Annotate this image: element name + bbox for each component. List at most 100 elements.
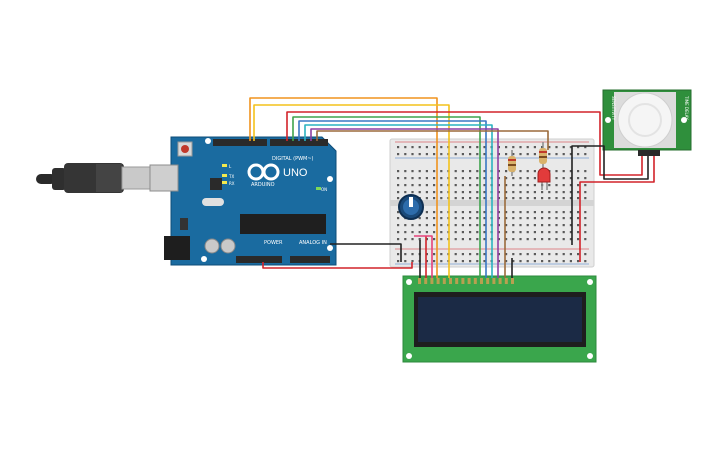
- breadboard-hole: [425, 260, 428, 263]
- breadboard-hole: [526, 238, 529, 241]
- breadboard-hole: [519, 238, 522, 241]
- breadboard-hole: [483, 231, 486, 234]
- breadboard-hole: [425, 253, 428, 256]
- breadboard-hole: [440, 253, 443, 256]
- breadboard-hole: [440, 260, 443, 263]
- breadboard-hole: [397, 170, 400, 173]
- arduino-logo-icon: [247, 163, 280, 181]
- wire-black-pir: [571, 145, 649, 245]
- breadboard-hole: [562, 217, 565, 220]
- breadboard-hole: [404, 224, 407, 227]
- breadboard-hole: [476, 153, 479, 156]
- lcd-pin: [473, 278, 477, 284]
- breadboard-hole: [454, 260, 457, 263]
- breadboard-hole: [548, 217, 551, 220]
- breadboard-hole: [577, 191, 580, 194]
- potentiometer: [398, 194, 424, 220]
- breadboard-hole: [505, 146, 508, 149]
- breadboard-hole: [519, 184, 522, 187]
- usb-socket: [149, 164, 179, 192]
- breadboard-hole: [569, 170, 572, 173]
- breadboard-hole: [469, 231, 472, 234]
- breadboard-hole: [469, 153, 472, 156]
- breadboard-hole: [454, 184, 457, 187]
- breadboard-hole: [555, 184, 558, 187]
- breadboard-hole: [454, 177, 457, 180]
- breadboard-hole: [533, 260, 536, 263]
- wire-cyan: [304, 124, 493, 278]
- breadboard-hole: [533, 211, 536, 214]
- wire-red-top: [286, 111, 643, 176]
- breadboard-hole: [425, 184, 428, 187]
- breadboard-hole: [577, 217, 580, 220]
- lcd-pin: [424, 278, 428, 284]
- breadboard-hole: [548, 184, 551, 187]
- breadboard-hole: [584, 177, 587, 180]
- breadboard-hole: [519, 211, 522, 214]
- breadboard-hole: [533, 231, 536, 234]
- breadboard-hole: [512, 231, 515, 234]
- breadboard-hole: [469, 217, 472, 220]
- lcd-pin: [430, 278, 434, 284]
- breadboard-hole: [461, 211, 464, 214]
- wire-purple: [310, 128, 499, 278]
- breadboard-hole: [454, 211, 457, 214]
- breadboard-hole: [533, 238, 536, 241]
- digital-header-right: [270, 139, 328, 146]
- breadboard-hole: [512, 217, 515, 220]
- breadboard-hole: [577, 197, 580, 200]
- breadboard-hole: [411, 224, 414, 227]
- breadboard-hole: [433, 153, 436, 156]
- breadboard-hole: [454, 253, 457, 256]
- arduino-uno-board: ARDUINO UNO DIGITAL (PWM~) L TX RX ON PO…: [149, 136, 337, 266]
- breadboard-hole: [526, 224, 529, 227]
- breadboard-hole: [440, 238, 443, 241]
- breadboard-hole: [440, 211, 443, 214]
- breadboard-hole: [397, 153, 400, 156]
- pir-motion-sensor: SENSITIVITY TIME DELAY: [602, 89, 692, 156]
- breadboard-hole: [519, 224, 522, 227]
- breadboard-hole: [483, 238, 486, 241]
- breadboard-hole: [584, 153, 587, 156]
- breadboard-hole: [497, 146, 500, 149]
- lcd-pin: [486, 278, 490, 284]
- breadboard-hole: [483, 224, 486, 227]
- breadboard-hole: [548, 153, 551, 156]
- breadboard-hole: [533, 217, 536, 220]
- breadboard-hole: [476, 260, 479, 263]
- breadboard-hole: [569, 231, 572, 234]
- breadboard-hole: [526, 146, 529, 149]
- breadboard-hole: [519, 217, 522, 220]
- breadboard-hole: [454, 231, 457, 234]
- breadboard-hole: [541, 260, 544, 263]
- breadboard-hole: [541, 197, 544, 200]
- rx-led-label: RX: [229, 181, 235, 186]
- lcd-pin: [455, 278, 459, 284]
- breadboard-hole: [469, 197, 472, 200]
- breadboard-hole: [562, 231, 565, 234]
- breadboard-hole: [433, 231, 436, 234]
- breadboard-hole: [526, 217, 529, 220]
- breadboard-hole: [526, 253, 529, 256]
- breadboard-hole: [433, 197, 436, 200]
- breadboard-hole: [584, 211, 587, 214]
- breadboard-hole: [440, 170, 443, 173]
- breadboard-hole: [469, 191, 472, 194]
- lcd-pin: [498, 278, 502, 284]
- breadboard-hole: [512, 146, 515, 149]
- digital-pwm-label: DIGITAL (PWM~): [272, 156, 314, 162]
- breadboard-hole: [512, 153, 515, 156]
- breadboard-hole: [497, 177, 500, 180]
- breadboard-hole: [483, 170, 486, 173]
- pir-sensitivity-label: SENSITIVITY: [611, 96, 616, 121]
- breadboard-hole: [569, 153, 572, 156]
- resistor-2: [539, 142, 547, 168]
- breadboard-hole: [584, 197, 587, 200]
- breadboard-hole: [454, 224, 457, 227]
- breadboard-hole: [425, 231, 428, 234]
- wire-pink-pot: [414, 235, 433, 278]
- breadboard-hole: [584, 224, 587, 227]
- breadboard-hole: [476, 184, 479, 187]
- breadboard-hole: [425, 217, 428, 220]
